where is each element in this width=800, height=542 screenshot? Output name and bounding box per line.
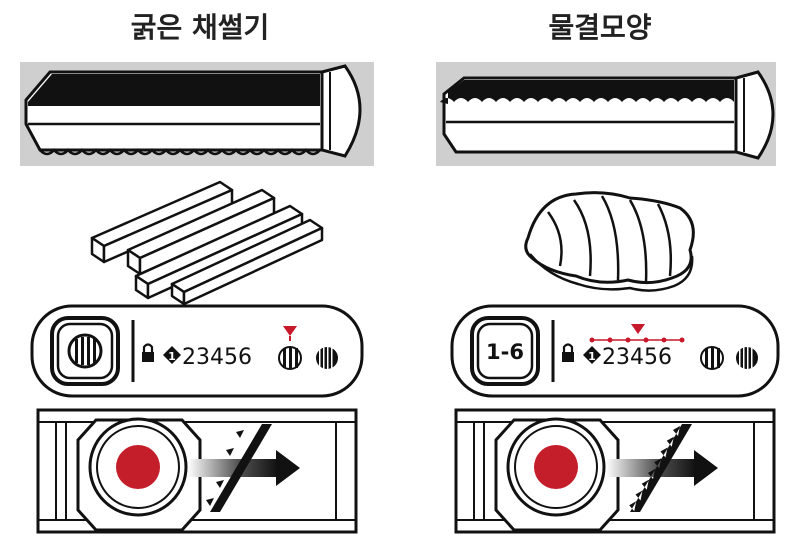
right-cut-thin-icon [736, 347, 758, 369]
blade-icon [629, 424, 692, 512]
left-title: 굵은 채썰기 [130, 11, 270, 44]
right-blade-panel [436, 62, 776, 166]
lock-icon [562, 343, 574, 362]
right-position-range [589, 324, 685, 343]
left-setting-first: 1 [168, 350, 176, 363]
right-red-knob [534, 445, 578, 489]
left-red-knob [116, 445, 160, 489]
left-position-marker [283, 326, 297, 336]
right-wavy-chip-illustration [524, 191, 695, 292]
left-dial-grid-icon [67, 333, 103, 369]
right-control-panel: 1-6 1 23456 [450, 304, 780, 398]
setting-1-marker: 1 [583, 346, 601, 364]
left-cut-thin-icon [316, 347, 338, 369]
blade-icon [210, 424, 272, 512]
right-dial-label: 1-6 [486, 340, 524, 364]
left-blade-panel [20, 62, 374, 166]
right-title: 물결모양 [548, 11, 652, 44]
right-blade-wave-edge [440, 80, 734, 104]
left-cut-thick-icon [278, 346, 302, 370]
left-slicer-mechanism [36, 408, 358, 534]
arrow-icon [606, 459, 696, 477]
lock-icon [142, 343, 154, 362]
right-cut-thick-icon [700, 346, 724, 370]
left-blade-teeth [39, 148, 321, 156]
arrow-icon [188, 459, 278, 477]
left-control-panel: 1 23456 [30, 304, 364, 398]
left-fries-illustration [90, 180, 324, 306]
right-settings-numbers: 23456 [602, 345, 672, 370]
right-setting-first: 1 [588, 350, 596, 363]
left-settings-numbers: 23456 [182, 345, 252, 370]
setting-1-marker: 1 [163, 346, 181, 364]
right-slicer-mechanism [454, 408, 776, 534]
